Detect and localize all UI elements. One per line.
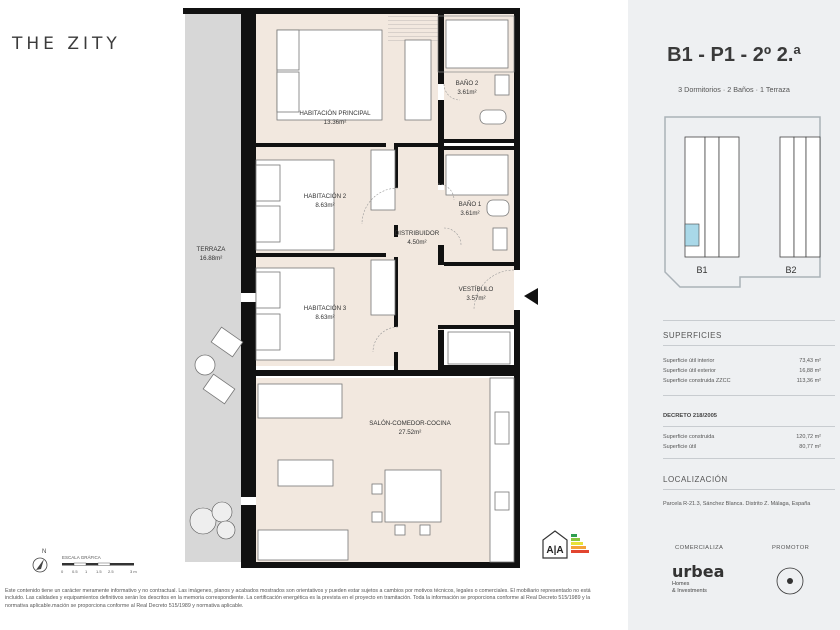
label-master: HABITACIÓN PRINCIPAL — [299, 110, 371, 117]
row-value: 120,72 m² — [796, 434, 821, 440]
scale-tick: 1.5 — [96, 569, 102, 574]
divider — [663, 426, 835, 427]
urbea-subtitle: Homes & Investments — [672, 581, 707, 595]
row-label: Superficie construida — [663, 434, 715, 440]
localizacion-text: Parcela R-21.3, Sánchez Blanca. Distrito… — [663, 501, 811, 507]
door-swings — [361, 83, 515, 353]
area-master: 13.36m² — [324, 119, 347, 126]
scale-tick: 3 m — [130, 569, 137, 574]
plants — [189, 501, 236, 540]
area-room3: 8.63m² — [315, 314, 334, 321]
unit-summary: 3 Dormitorios · 2 Baños · 1 Terraza — [678, 85, 790, 94]
scale-tick: 2.5 — [108, 569, 114, 574]
row-value: 73,43 m² — [799, 358, 821, 364]
scale-bar: 0 0.5 1 1.5 2.5 3 m — [61, 562, 137, 574]
terra-green-logo — [776, 567, 804, 595]
decreto-heading: DECRETO 218/2005 — [663, 413, 718, 419]
keyplan: B1 B2 — [664, 116, 821, 288]
info-panel — [628, 0, 840, 630]
row-label: Superficie útil — [663, 444, 697, 450]
area-living: 27.52m² — [399, 429, 422, 436]
area-room2: 8.63m² — [315, 202, 334, 209]
terrace-area — [185, 14, 241, 562]
room-vestibule — [438, 265, 514, 325]
scale-tick: 0.5 — [72, 569, 78, 574]
superficie-row: Superficie útil exterior 16,88 m² — [663, 368, 821, 374]
comercializa-label: COMERCIALIZA — [675, 545, 724, 551]
north-label: N — [42, 549, 46, 555]
label-vestibule: VESTÍBULO — [459, 286, 494, 293]
urbea-subtitle-line: & Investments — [672, 588, 707, 594]
area-bath2: 3.61m² — [457, 89, 476, 96]
superficie-row: Superficie útil interior 73,43 m² — [663, 358, 821, 364]
promotor-label: PROMOTOR — [772, 545, 810, 551]
divider — [663, 345, 835, 346]
divider — [663, 489, 835, 490]
energy-rating-logo: A|A — [542, 530, 589, 559]
scale-label: ESCALA GRÁFICA — [62, 555, 101, 560]
brand-logo: THE ZITY — [12, 34, 121, 54]
superficie-row: Superficie construida ZZCC 113,36 m² — [663, 378, 821, 384]
label-room3: HABITACIÓN 3 — [304, 305, 347, 312]
label-terrace: TERRAZA — [197, 246, 227, 253]
keyplan-label-b1: B1 — [696, 265, 707, 275]
label-bath2: BAÑO 2 — [456, 80, 479, 87]
area-bath1: 3.61m² — [460, 210, 479, 217]
divider — [663, 395, 835, 396]
room-hall — [398, 190, 444, 370]
disclaimer-text: Este contenido tiene un carácter meramen… — [5, 588, 591, 609]
area-vestibule: 3.57m² — [466, 295, 485, 302]
furniture — [194, 19, 515, 563]
row-label: Superficie útil exterior — [663, 368, 716, 374]
divider — [663, 320, 835, 321]
decreto-row: Superficie útil 80,77 m² — [663, 444, 821, 450]
keyplan-label-b2: B2 — [785, 265, 796, 275]
entrance-arrow-icon — [524, 288, 538, 305]
row-value: 16,88 m² — [799, 368, 821, 374]
urbea-subtitle-line: Homes — [672, 581, 690, 587]
superficies-heading: SUPERFICIES — [663, 331, 722, 340]
unit-title: B1 - P1 - 2º 2.ª — [667, 44, 801, 66]
energy-logo-text: A|A — [546, 545, 563, 556]
decreto-row: Superficie construida 120,72 m² — [663, 434, 821, 440]
area-terrace: 16.88m² — [200, 255, 223, 262]
row-value: 113,36 m² — [796, 378, 821, 384]
label-bath1: BAÑO 1 — [459, 201, 482, 208]
stair-hatch — [388, 16, 438, 44]
scale-tick: 1 — [85, 569, 88, 574]
row-label: Superficie construida ZZCC — [663, 378, 731, 384]
walls — [183, 8, 520, 568]
label-living: SALÓN-COMEDOR-COCINA — [369, 420, 451, 427]
scale-tick: 0 — [61, 569, 64, 574]
label-room2: HABITACIÓN 2 — [304, 193, 347, 200]
keyplan-highlight — [684, 223, 700, 247]
area-hall: 4.50m² — [407, 239, 426, 246]
label-hall: DISTRIBUIDOR — [395, 230, 440, 237]
floor-plan: HABITACIÓN PRINCIPAL 13.36m² BAÑO 2 3.61… — [32, 8, 538, 574]
divider — [663, 458, 835, 459]
row-value: 80,77 m² — [799, 444, 821, 450]
keyplan-building-b2 — [779, 136, 821, 258]
urbea-logo: urbea — [672, 562, 725, 581]
row-label: Superficie útil interior — [663, 358, 715, 364]
north-compass-icon: N — [32, 549, 48, 573]
localizacion-heading: LOCALIZACIÓN — [663, 475, 728, 484]
